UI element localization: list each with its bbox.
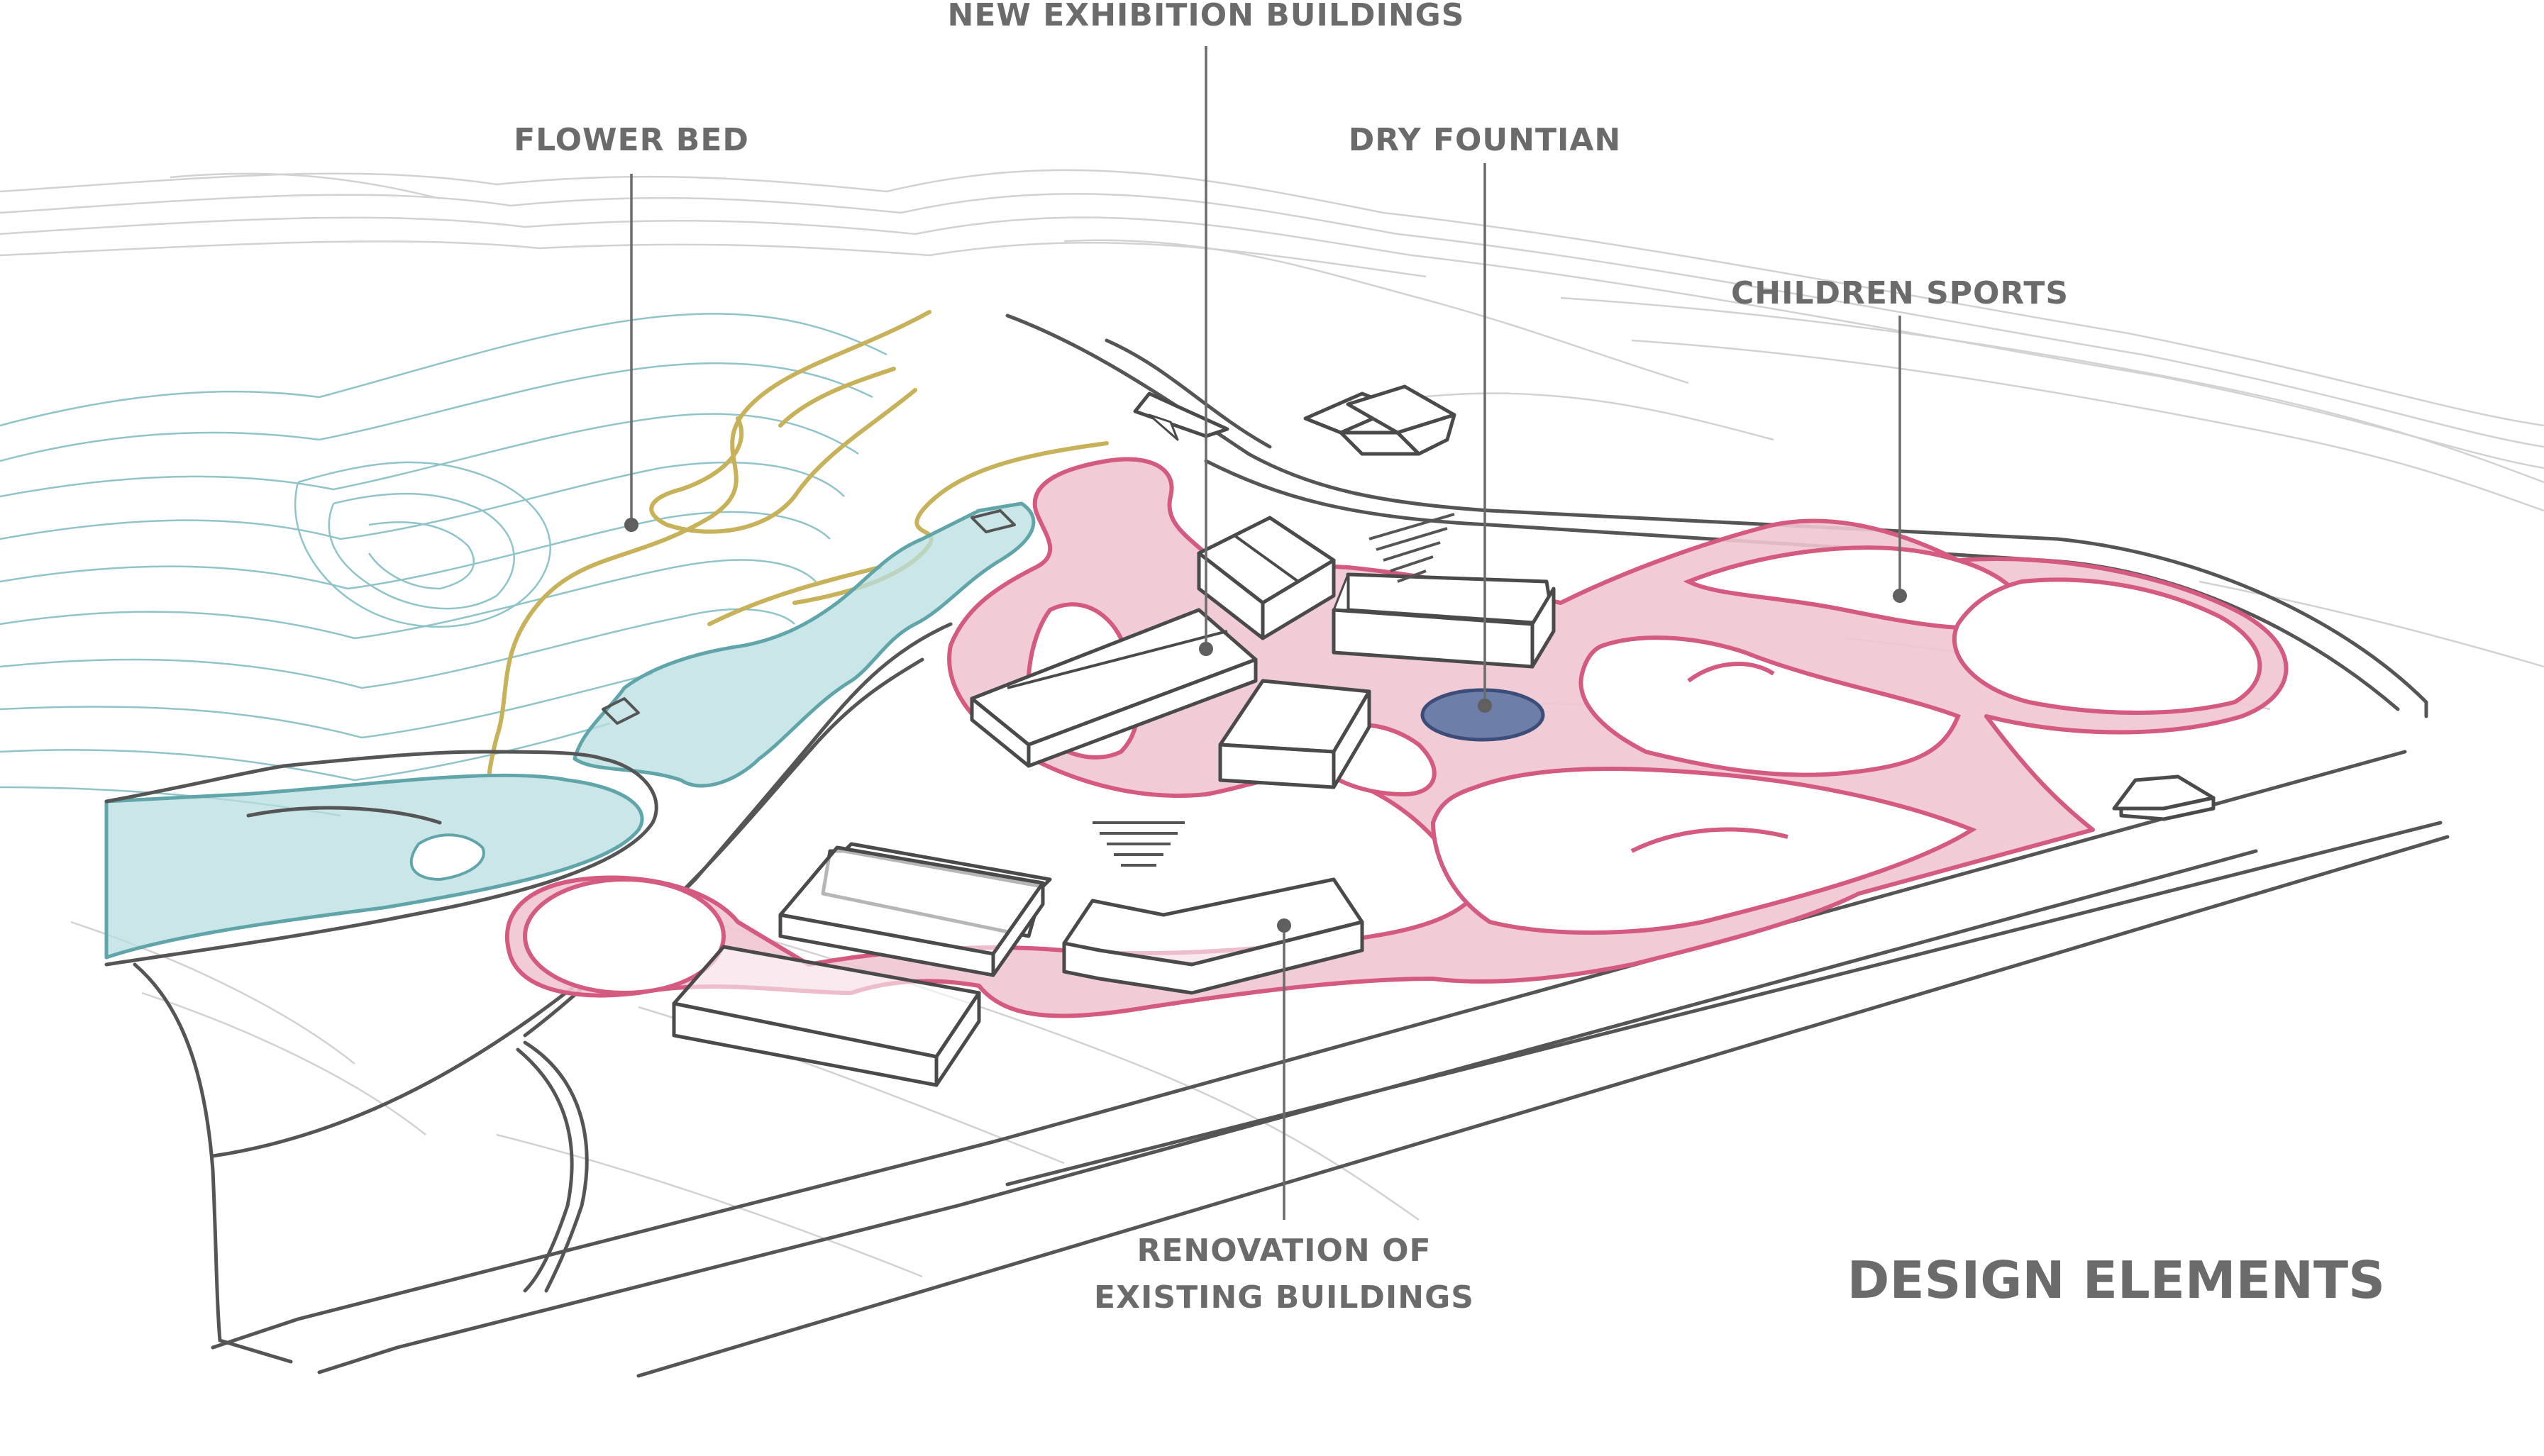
flower-bed-path [487, 310, 1109, 775]
diagram-title: DESIGN ELEMENTS [1847, 1250, 2385, 1310]
teal-topography [0, 313, 887, 817]
existing-building-2 [672, 945, 981, 1087]
pavilion-cluster [1303, 384, 1456, 456]
exhibition-building-lower [970, 608, 1258, 768]
label-leaders [624, 46, 1907, 1220]
leader-dot-flower-bed [624, 518, 638, 532]
leader-dot-dry-fountain [1478, 699, 1492, 713]
roads [104, 313, 2450, 1378]
leader-dot-new-exhibition [1199, 642, 1213, 656]
label-renovation-line2: EXISTING BUILDINGS [1094, 1279, 1474, 1316]
building-small-box [1218, 679, 1371, 789]
leader-dot-children-sports [1893, 589, 1907, 603]
label-children-sports: CHILDREN SPORTS [1731, 275, 2069, 311]
dry-fountain-ellipse [1420, 688, 1545, 742]
label-dry-fountain: DRY FOUNTIAN [1349, 122, 1621, 158]
building-east-box [1332, 572, 1556, 669]
label-renovation-line1: RENOVATION OF [1136, 1233, 1431, 1269]
fountain-waves [1093, 513, 1455, 867]
existing-building-3 [1062, 877, 1364, 995]
exhibition-building-upper [1197, 516, 1336, 640]
existing-building-1 [778, 842, 1052, 977]
buildings [672, 384, 2216, 1087]
gate-structure [1133, 391, 1229, 441]
label-flower-bed: FLOWER BED [514, 122, 749, 158]
lake [104, 773, 644, 960]
leader-dot-renovation [1277, 918, 1291, 933]
label-new-exhibition: NEW EXHIBITION BUILDINGS [948, 0, 1465, 33]
entrance-kiosk [2112, 774, 2216, 821]
